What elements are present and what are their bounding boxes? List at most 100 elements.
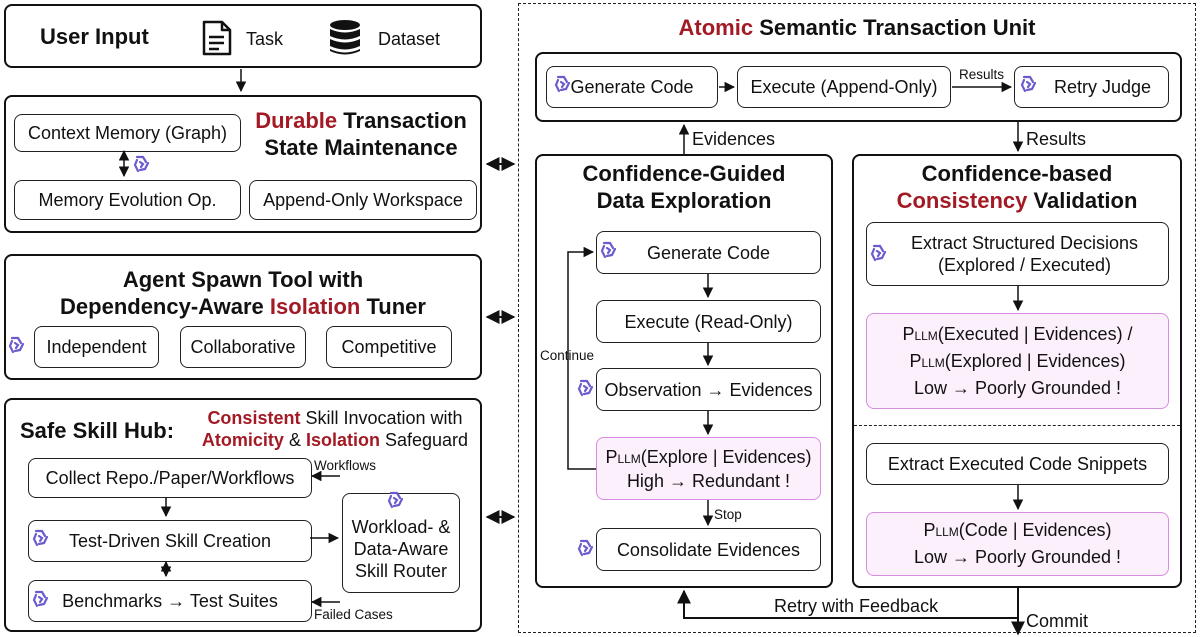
explored-line: PLLM(Explored | Evidences) [909, 349, 1125, 376]
llm-subscript-3: LLM [935, 525, 959, 539]
p-symbol-2: P [909, 350, 922, 371]
sub-amp: & [288, 430, 301, 450]
exploration-title-l2: Data Exploration [596, 188, 772, 213]
execute-append-box: Execute (Append-Only) [737, 66, 951, 108]
extract-decisions-box: Extract Structured Decisions (Explored /… [866, 222, 1169, 286]
low-poorly: Low → Poorly Grounded ! [913, 377, 1122, 398]
retry-judge-box: Retry Judge [1014, 66, 1169, 108]
llm-subscript: LLM [617, 451, 641, 466]
validation-divider [854, 425, 1180, 426]
code-line: PLLM(Code | Evidences) [923, 518, 1111, 545]
retry-feedback-label: Retry with Feedback [774, 596, 939, 616]
collect-box: Collect Repo./Paper/Workflows [28, 458, 312, 498]
database-icon [330, 20, 360, 55]
failed-cases-label: Failed Cases [314, 607, 393, 622]
memory-evolution-box: Memory Evolution Op. [14, 180, 241, 220]
p-symbol-1: P [902, 323, 915, 344]
execute-read-box: Execute (Read-Only) [596, 300, 821, 343]
top-generate-code-box: Generate Code [546, 66, 718, 108]
llm-agent-icon [868, 243, 888, 263]
stop-label: Stop [714, 507, 742, 522]
evidences-label: Evidences [692, 129, 776, 149]
spawn-title: Agent Spawn Tool with Dependency-Aware I… [6, 266, 480, 320]
llm-agent-icon [131, 154, 151, 174]
durable-title-red: Durable [255, 108, 338, 133]
atomic-title-red: Atomic [678, 15, 754, 40]
spawn-title-a: Dependency-Aware [60, 294, 264, 319]
skill-hub-panel: Safe Skill Hub: Consistent Skill Invocat… [4, 398, 482, 632]
high-redundant: High → Redundant ! [626, 470, 791, 491]
commit-label: Commit [1026, 611, 1088, 631]
results-label: Results [1026, 129, 1087, 149]
spawn-title-red: Isolation [269, 294, 361, 319]
extract-decisions-l1: Extract Structured Decisions [910, 233, 1139, 253]
router-line3: Skill Router [354, 561, 448, 581]
validation-title-red: Consistency [896, 188, 1028, 213]
executed-expr: (Executed | Evidences) / [937, 323, 1133, 344]
document-icon [202, 20, 232, 56]
validation-panel [852, 154, 1182, 588]
exploration-title-l1: Confidence-Guided [582, 161, 786, 186]
validation-confidence-box: PLLM(Executed | Evidences) / PLLM(Explor… [866, 313, 1169, 409]
sub-isolation: Isolation [305, 430, 380, 450]
explored-expr: (Explored | Evidences) [944, 350, 1126, 371]
results-top-label: Results [959, 67, 1005, 82]
llm-agent-icon [385, 490, 405, 510]
atomic-title: Atomic Semantic Transaction Unit [518, 14, 1196, 41]
low-poorly-2: Low → Poorly Grounded ! [913, 547, 1122, 567]
durable-title-line2: State Maintenance [264, 135, 458, 160]
llm-subscript-1: LLM [914, 328, 938, 343]
sub-consistent: Consistent [207, 408, 301, 428]
sub-rest2: Safeguard [385, 430, 469, 450]
test-driven-box: Test-Driven Skill Creation [28, 520, 312, 562]
append-workspace-box: Append-Only Workspace [249, 180, 477, 220]
explore-confidence-box: PLLM(Explore | Evidences) High → Redunda… [596, 437, 821, 500]
llm-agent-icon [575, 378, 595, 398]
workflows-label: Workflows [314, 458, 377, 473]
extract-decisions-l2: (Explored / Executed) [937, 255, 1112, 275]
explore-generate-code-box: Generate Code [596, 231, 821, 274]
validation-title: Confidence-based Consistency Validation [852, 160, 1182, 214]
executed-line: PLLM(Executed | Evidences) / [902, 322, 1132, 349]
llm-subscript-2: LLM [921, 355, 945, 370]
observation-box: Observation → Evidences [596, 368, 821, 411]
user-input-title: User Input [40, 24, 149, 49]
agent-spawn-panel: Agent Spawn Tool with Dependency-Aware I… [4, 254, 482, 380]
skill-hub-subtitle: Consistent Skill Invocation with Atomici… [192, 407, 478, 451]
validation-title-l1: Confidence-based [921, 161, 1113, 186]
continue-label: Continue [540, 348, 595, 363]
llm-agent-icon [1018, 74, 1038, 94]
code-expr: (Code | Evidences) [958, 520, 1112, 540]
validation-title-rest: Validation [1033, 188, 1138, 213]
atomic-title-rest: Semantic Transaction Unit [759, 15, 1036, 40]
llm-agent-icon [598, 240, 618, 260]
consolidate-box: Consolidate Evidences [596, 528, 821, 571]
user-input-panel: User Input Task Dataset [4, 4, 482, 68]
llm-agent-icon [552, 74, 572, 94]
router-line1: Workload- & [351, 517, 451, 537]
durable-state-panel: Durable Transaction State Maintenance Co… [4, 95, 482, 233]
skill-hub-title: Safe Skill Hub: [20, 418, 175, 443]
spawn-title-b: Tuner [366, 294, 426, 319]
task-label: Task [246, 29, 284, 49]
p-symbol: P [605, 446, 618, 467]
durable-title: Durable Transaction State Maintenance [246, 107, 476, 161]
extract-snippets-box: Extract Executed Code Snippets [866, 443, 1169, 485]
explore-expr: (Explore | Evidences) [640, 446, 812, 467]
collaborative-box: Collaborative [180, 326, 306, 368]
llm-agent-icon [30, 528, 50, 548]
competitive-box: Competitive [326, 326, 452, 368]
llm-agent-icon [575, 538, 595, 558]
router-box: Workload- & Data-Aware Skill Router [342, 493, 460, 593]
llm-agent-icon [6, 335, 26, 355]
spawn-title-line1: Agent Spawn Tool with [122, 267, 364, 292]
atomic-unit-frame [518, 3, 1196, 633]
context-memory-box: Context Memory (Graph) [14, 114, 241, 152]
code-confidence-box: PLLM(Code | Evidences) Low → Poorly Grou… [866, 512, 1169, 576]
independent-box: Independent [34, 326, 159, 368]
durable-title-rest: Transaction [343, 108, 467, 133]
sub-atomicity: Atomicity [201, 430, 284, 450]
sub-rest1: Skill Invocation with [305, 408, 463, 428]
dataset-label: Dataset [378, 29, 441, 49]
exploration-title: Confidence-Guided Data Exploration [535, 160, 833, 214]
